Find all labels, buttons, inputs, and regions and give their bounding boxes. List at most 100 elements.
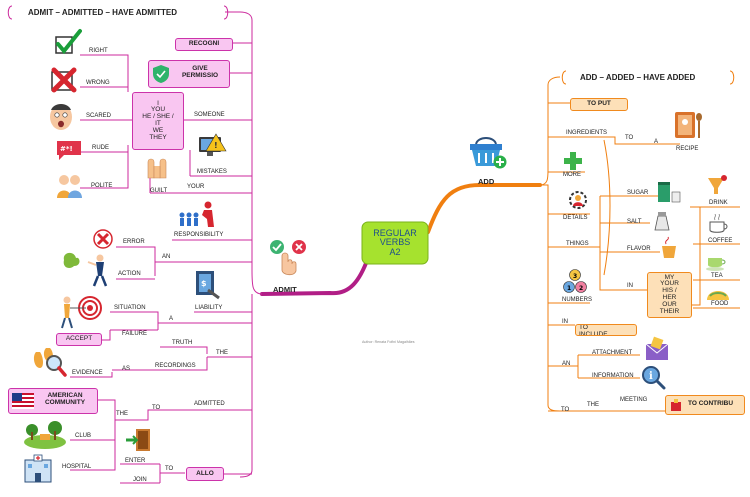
recordings-label: RECORDINGS (155, 363, 196, 369)
information-magnifier-icon: i (642, 366, 666, 390)
plus-icon (564, 152, 582, 170)
details-gear-person-icon (569, 191, 587, 209)
flavor-cup-icon (662, 236, 676, 258)
cross-box-icon (51, 67, 77, 93)
someone-label: SOMEONE (194, 112, 225, 118)
center-line-2: VERBS (379, 237, 411, 248)
center-node (361, 221, 429, 265)
svg-text:2: 2 (579, 285, 583, 292)
admit-hand-icon (270, 240, 306, 276)
action-spill-icon (63, 252, 108, 287)
ingredients-a-label: A (654, 139, 659, 145)
accept-box: ACCEPT (56, 333, 102, 346)
drink-label: DRINK (709, 200, 728, 206)
salt-label: SALT (627, 219, 642, 225)
drink-glass-icon (708, 175, 727, 194)
sugar-jar-icon (658, 182, 681, 203)
admit-root-branch (260, 256, 370, 296)
error-cross-icon (93, 229, 113, 249)
ingredients-label: INGREDIENTS (566, 130, 608, 136)
right-label: RIGHT (89, 48, 108, 54)
information-label: INFORMATION (592, 373, 634, 379)
possessive-box: MY YOUR HIS / HER OUR THEIR (647, 272, 692, 318)
pronouns-box: I YOU HE / SHE / IT WE THEY (132, 92, 184, 150)
pronoun-you: YOU (150, 106, 166, 114)
flavor-label: FLAVOR (627, 246, 651, 252)
coffee-cup-icon (709, 214, 728, 233)
donation-box-icon (671, 399, 681, 411)
add-title: ADD – ADDED – HAVE ADDED (580, 73, 696, 82)
shield-check-icon (153, 65, 169, 83)
svg-text:3: 3 (573, 273, 577, 280)
american-community-box: AMERICAN COMMUNITY (8, 388, 98, 414)
club-park-icon (24, 421, 66, 449)
recipe-label: RECIPE (676, 146, 699, 152)
add-root-branch (426, 183, 542, 234)
center-node-label: REGULAR VERBS A2 (362, 222, 428, 264)
liability-label: LIABILITY (195, 305, 223, 311)
truth-label: TRUTH (172, 340, 193, 346)
coffee-label: COFFEE (708, 238, 733, 244)
things-label: THINGS (566, 241, 589, 247)
svg-text:1: 1 (567, 285, 571, 292)
sugar-label: SUGAR (627, 190, 649, 196)
as-label: AS (122, 366, 131, 372)
mistakes-label: MISTAKES (197, 169, 227, 175)
svg-text:$: $ (201, 279, 207, 288)
evidence-label: EVIDENCE (72, 370, 103, 376)
possessive-their: THEIR (659, 307, 680, 315)
the-label: THE (216, 350, 228, 356)
an-label: AN (162, 254, 171, 260)
svg-text:!: ! (214, 141, 218, 150)
admit-root-label: ADMIT (273, 285, 297, 294)
possessive-your: YOUR (660, 280, 679, 288)
recognize-box: RECOGNI (175, 38, 233, 51)
details-label: DETAILS (563, 215, 588, 221)
attachment-envelope-icon (645, 336, 669, 360)
center-line-3: A2 (389, 246, 401, 257)
hospital-label: HOSPITAL (62, 464, 92, 470)
hospital-building-icon (24, 454, 52, 483)
magnifier-footprints-icon (33, 348, 67, 377)
the2-label: THE (116, 411, 128, 417)
an-label: AN (562, 361, 571, 367)
give-permission-line-1: GIVE (192, 65, 208, 72)
wrong-label: WRONG (86, 80, 110, 86)
svg-text:i: i (649, 371, 653, 382)
scared-face-icon (50, 104, 72, 130)
admit-title-brackets (7, 5, 229, 20)
pronoun-i: I (157, 99, 159, 107)
in2-label: IN (562, 319, 568, 325)
scared-label: SCARED (86, 113, 112, 119)
svg-text:#*!: #*! (60, 145, 73, 153)
recognize-label: RECOGNI (188, 40, 220, 48)
usa-flag-icon (12, 393, 34, 409)
responsibility-label: RESPONSIBILITY (174, 232, 224, 238)
shopping-basket-add-icon (470, 137, 507, 169)
add-title-brackets (561, 70, 735, 85)
enter-door-icon (126, 429, 150, 451)
a-label: A (169, 316, 174, 322)
situation-label: SITUATION (114, 305, 146, 311)
to-put-box: TO PUT (570, 98, 628, 111)
pronoun-he-she: HE / SHE / (142, 113, 174, 121)
american-line: AMERICAN (47, 392, 83, 399)
author-credit: Author: Renata Fofini Magalhães (362, 340, 415, 344)
praying-hands-icon (147, 158, 167, 179)
the-label: THE (587, 402, 599, 408)
recipe-book-icon (675, 112, 702, 138)
possessive-his: HIS / (662, 287, 677, 295)
to-contribute-label: TO CONTRIBU (688, 400, 734, 407)
rude-label: RUDE (92, 145, 110, 151)
food-label: FOOD (711, 301, 729, 307)
numbers-label: NUMBERS (562, 297, 593, 303)
possessive-her: HER (662, 294, 677, 301)
community-line: COMMUNITY (44, 398, 86, 406)
give-permission-line-2: PERMISSIO (181, 71, 219, 79)
enter-label: ENTER (125, 458, 146, 464)
meeting-label: MEETING (620, 397, 648, 403)
check-box-icon (55, 29, 82, 55)
to2-label: TO (561, 407, 570, 413)
possessive-my: MY (664, 273, 675, 281)
pronoun-we: WE (152, 126, 164, 134)
